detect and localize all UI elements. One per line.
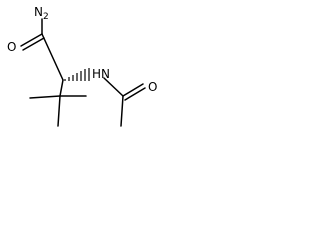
bond-acetyl-c-acetyl-o-b [124,87,146,101]
amide-oxygen-label: O [7,40,16,54]
acetamido-nh-label: HN [92,67,110,81]
bond-carbonyl-c-amide-o-a [20,33,43,47]
amide-nh2-label: N2 [34,5,49,22]
bond-quaternary-c-methyl-down [57,95,61,127]
hashed-wedge-alpha-c-acetamido-n [64,68,90,81]
bond-carbonyl-c-amide-o-b [22,37,45,51]
bond-acetyl-c-methyl [120,95,124,127]
bond-quaternary-c-methyl-left [29,95,61,99]
bond-carbonyl-c-alpha-c [41,33,64,81]
molecule-structure: N2 O HN O [7,5,157,127]
bond-alpha-c-quaternary-c [59,79,64,97]
bond-acetyl-c-acetyl-o-a [122,83,144,97]
acetyl-oxygen-label: O [148,80,157,94]
bond-acetamido-n-acetyl-c [103,77,124,97]
